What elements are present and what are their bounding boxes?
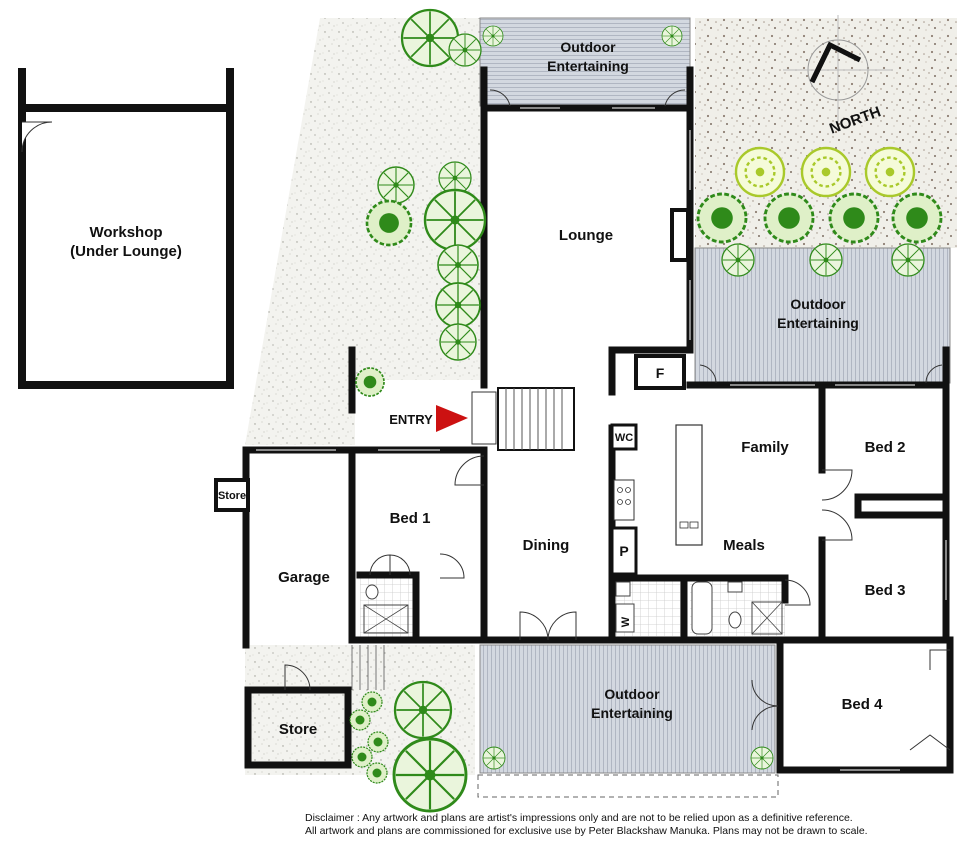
label-fireplace: F bbox=[656, 365, 665, 381]
side-garden bbox=[245, 18, 480, 445]
windows bbox=[256, 107, 947, 771]
label-workshop-sub: (Under Lounge) bbox=[70, 243, 182, 260]
label-outdoor-bottom-sub: Entertaining bbox=[591, 705, 673, 721]
label-meals: Meals bbox=[723, 537, 765, 554]
north-compass-icon bbox=[783, 15, 893, 125]
front-steps bbox=[351, 645, 385, 690]
label-store: Store bbox=[279, 721, 317, 738]
entry-arrow-icon bbox=[436, 405, 468, 432]
label-bed3: Bed 3 bbox=[865, 582, 906, 599]
disclaimer-line-2: All artwork and plans are commissioned f… bbox=[305, 825, 868, 837]
label-store-small: Store bbox=[218, 490, 246, 502]
label-laundry: W bbox=[620, 616, 632, 627]
label-lounge: Lounge bbox=[559, 227, 613, 244]
workshop-walls bbox=[18, 68, 234, 389]
label-outdoor-right-sub: Entertaining bbox=[777, 315, 859, 331]
disclaimer-line-1: Disclaimer : Any artwork and plans are a… bbox=[305, 812, 853, 824]
ensuite-shower bbox=[363, 604, 409, 634]
fireplace-box bbox=[634, 354, 686, 390]
label-family: Family bbox=[741, 439, 789, 456]
label-outdoor-top: Outdoor bbox=[560, 39, 616, 55]
deck-top bbox=[479, 17, 691, 107]
deck-step-outline bbox=[477, 774, 779, 798]
lounge-hearth bbox=[670, 208, 690, 262]
entry-door[interactable] bbox=[471, 391, 497, 445]
label-outdoor-top-sub: Entertaining bbox=[547, 58, 629, 74]
label-outdoor-right: Outdoor bbox=[790, 296, 846, 312]
door-swings bbox=[284, 89, 951, 751]
store-small-room bbox=[214, 478, 250, 512]
workshop-door bbox=[21, 121, 53, 153]
label-entry: ENTRY bbox=[389, 412, 433, 427]
label-bed1: Bed 1 bbox=[390, 510, 431, 527]
label-bed2: Bed 2 bbox=[865, 439, 906, 456]
label-bed4: Bed 4 bbox=[842, 696, 884, 713]
cooktop bbox=[613, 479, 635, 521]
shower bbox=[751, 601, 783, 635]
label-pantry: P bbox=[619, 543, 628, 559]
label-garage: Garage bbox=[278, 569, 330, 586]
bathtub bbox=[691, 581, 713, 635]
deck-bottom bbox=[479, 644, 776, 774]
label-dining: Dining bbox=[523, 537, 570, 554]
label-outdoor-bottom: Outdoor bbox=[604, 686, 660, 702]
entry-stairs bbox=[497, 387, 575, 451]
disclaimer: Disclaimer : Any artwork and plans are a… bbox=[305, 812, 965, 838]
laundry-unit bbox=[615, 603, 635, 633]
toilet bbox=[728, 611, 742, 629]
label-wc: WC bbox=[615, 432, 633, 444]
label-workshop: Workshop bbox=[89, 224, 162, 241]
